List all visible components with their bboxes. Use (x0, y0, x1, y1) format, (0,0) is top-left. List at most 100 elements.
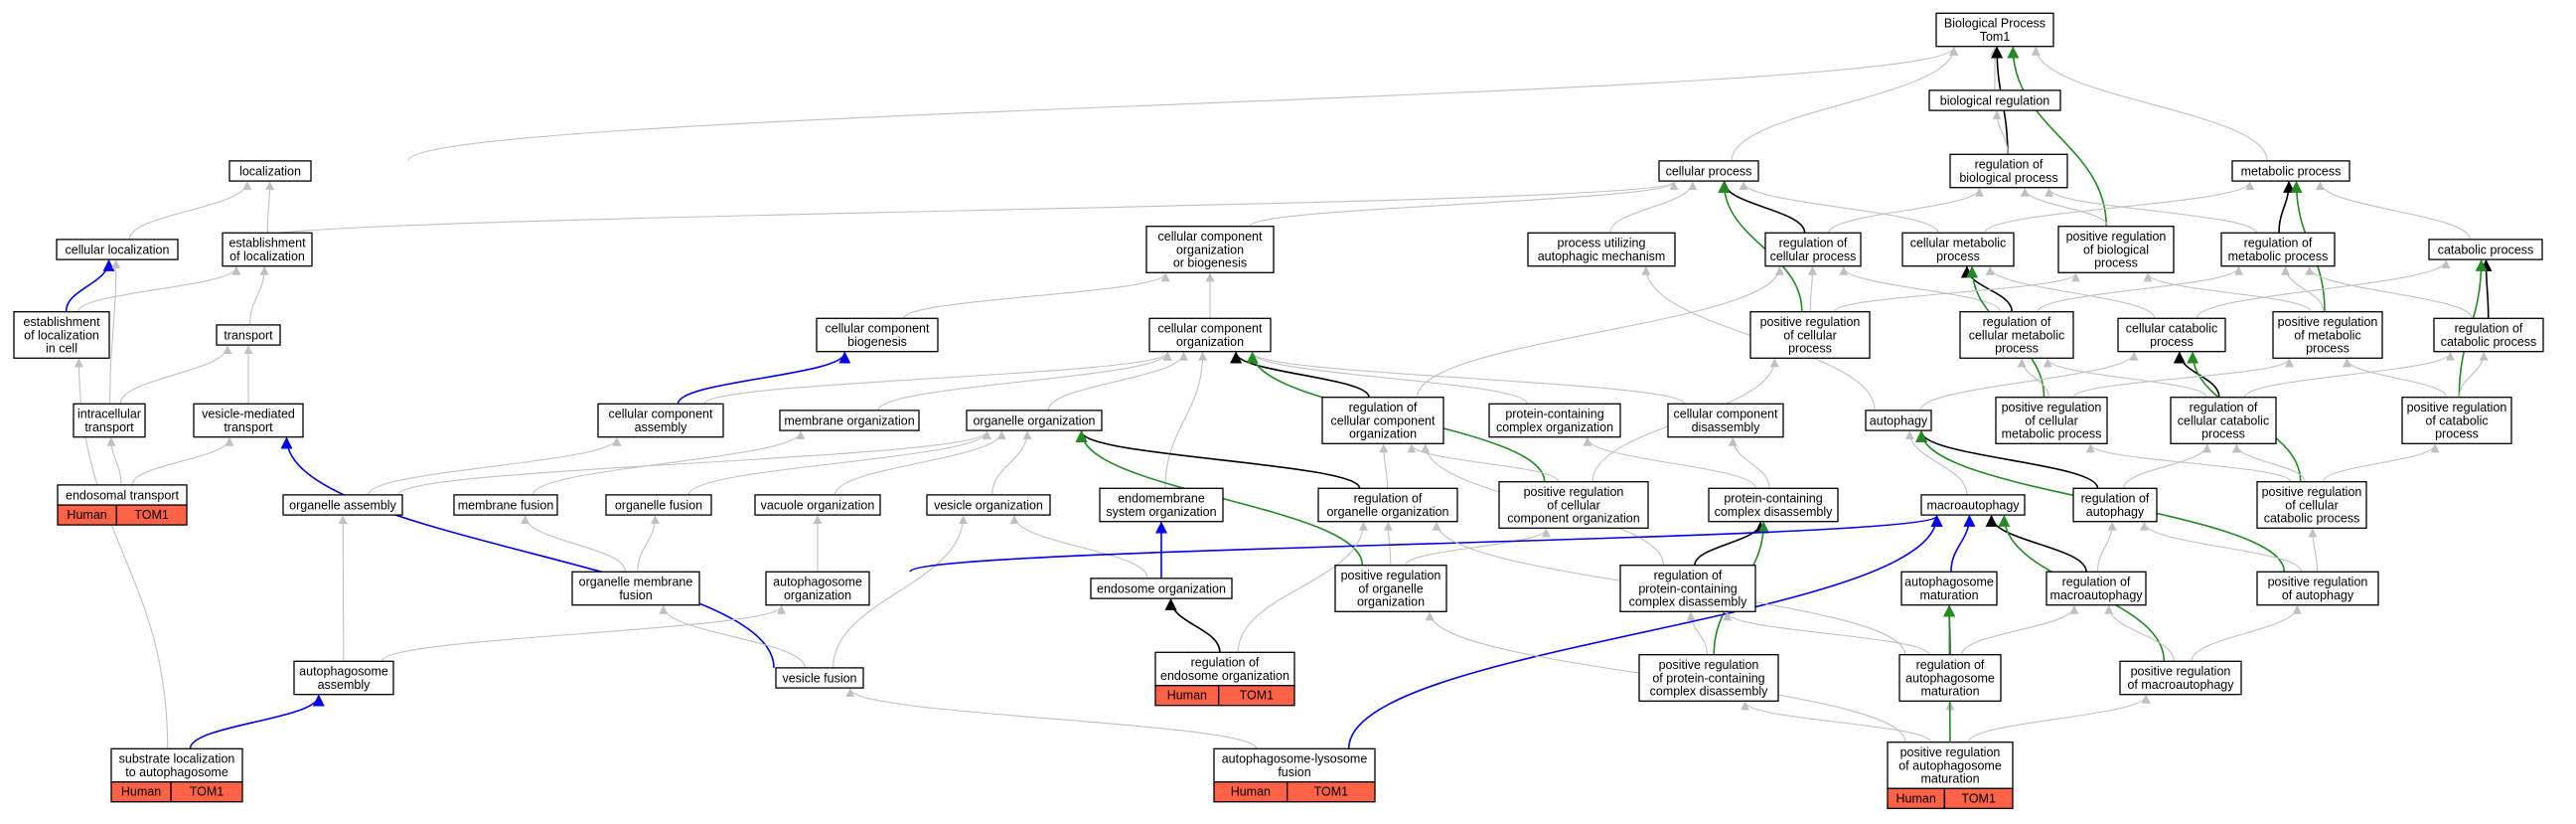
edge-is-a (2043, 358, 2207, 398)
edge-is-a (1961, 604, 2079, 655)
go-term-membrane-organization: membrane organization (779, 410, 920, 431)
term-box (110, 747, 243, 783)
term-box (2256, 481, 2367, 529)
go-term-catabolic-process: catabolic process (2428, 239, 2543, 260)
edge-is-a (1583, 436, 1756, 489)
term-label-line: autophagosome-lysosome (1222, 752, 1368, 766)
edge-is-a (1047, 351, 1188, 412)
term-label-line: autophagosome (1904, 576, 1994, 589)
term-label-line: positive regulation (1900, 745, 2001, 759)
edge-is-a (2123, 443, 2212, 489)
go-term-organelle-organization: organelle organization (966, 410, 1103, 431)
term-label-line: positive regulation (1341, 569, 1441, 582)
term-box (1920, 494, 2026, 516)
edge-is-a (2085, 443, 2292, 482)
edge-is-a (1248, 351, 1528, 405)
term-label-line: of metabolic (2294, 328, 2360, 342)
term-label-line: vacuole organization (761, 498, 875, 512)
term-label-line: biogenesis (847, 335, 907, 349)
term-label-line: cellular component (609, 408, 713, 421)
edge-is-a (1164, 351, 1208, 489)
edge-is-a (1968, 694, 2151, 742)
term-box (966, 410, 1103, 431)
edge-positively-regulates (2007, 46, 2108, 227)
edge-is-a (845, 688, 1258, 749)
term-label-line: establishment (23, 315, 100, 329)
term-box (2433, 317, 2544, 353)
edge-is-a (1992, 110, 2009, 155)
edge-is-a (1383, 521, 1393, 566)
annotation-gene-label: TOM1 (134, 508, 169, 522)
edge-is-a (2315, 181, 2471, 241)
edge-is-a (637, 515, 661, 573)
edges-layer (65, 46, 2493, 749)
term-label-line: maturation (1920, 685, 1979, 699)
term-label-line: positive regulation (1659, 658, 1759, 672)
term-box (56, 239, 179, 260)
term-box (605, 494, 712, 516)
term-box (1667, 403, 1784, 438)
term-box (2220, 232, 2336, 267)
edge-is-a (1919, 351, 2139, 412)
term-label-line: regulation of (1191, 656, 1260, 670)
edge-regulates (1230, 351, 1370, 398)
edge-regulates (1915, 429, 2099, 489)
term-box (1090, 577, 1233, 599)
edge-part-of (189, 694, 325, 749)
edge-positively-regulates (1718, 180, 1803, 312)
term-box (282, 494, 403, 516)
term-label-line: cellular component (1331, 413, 1436, 427)
edge-is-a (397, 430, 991, 496)
annotation-gene-cell (1943, 787, 2014, 809)
annotation-species-label: Human (67, 508, 106, 522)
term-box (1148, 317, 1272, 353)
edge-is-a (1808, 265, 1818, 312)
edge-is-a (1009, 515, 1148, 578)
term-box (1498, 481, 1649, 529)
term-label-line: positive regulation (2262, 485, 2362, 499)
go-term-cellular-process: cellular process (1658, 160, 1759, 182)
term-label-line: cellular metabolic (1969, 328, 2065, 342)
edge-is-a (1237, 521, 1368, 653)
term-label-line: system organization (1106, 505, 1216, 519)
term-label-line: organelle membrane (579, 576, 693, 589)
edge-is-a (687, 430, 991, 496)
term-label-line: regulation of (1654, 569, 1723, 582)
term-label-line: process (2150, 335, 2194, 349)
term-box (1658, 160, 1759, 182)
edge-is-a (380, 604, 786, 662)
edge-is-a (1407, 443, 1560, 482)
edge-is-a (2281, 265, 2325, 312)
go-term-vesicle-fusion: vesicle fusion (775, 667, 864, 689)
edge-part-of (65, 258, 115, 312)
term-label-line: of catabolic (2425, 413, 2488, 427)
term-label-line: localization (239, 164, 301, 178)
edge-is-a (903, 272, 1170, 319)
term-label-line: process (1936, 249, 1980, 263)
annotation-species-label: Human (1167, 689, 1207, 703)
edge-is-a (2305, 265, 2473, 319)
term-box (1321, 397, 1444, 444)
term-label-line: cellular component (826, 322, 930, 336)
term-label-line: transport (224, 420, 273, 434)
go-term-organelle-assembly: organelle assembly (282, 494, 403, 516)
term-box (754, 494, 881, 516)
edge-is-a (2231, 443, 2306, 482)
term-box (1900, 571, 1998, 606)
term-box (1749, 311, 1871, 359)
go-term-organelle-fusion: organelle fusion (605, 494, 712, 516)
annotation-gene-cell (115, 504, 188, 526)
term-label-line: assembly (318, 678, 372, 692)
annotation-gene-label: TOM1 (190, 785, 225, 799)
term-label-line: cellular component (1674, 408, 1778, 421)
edge-is-a (1379, 443, 1389, 489)
